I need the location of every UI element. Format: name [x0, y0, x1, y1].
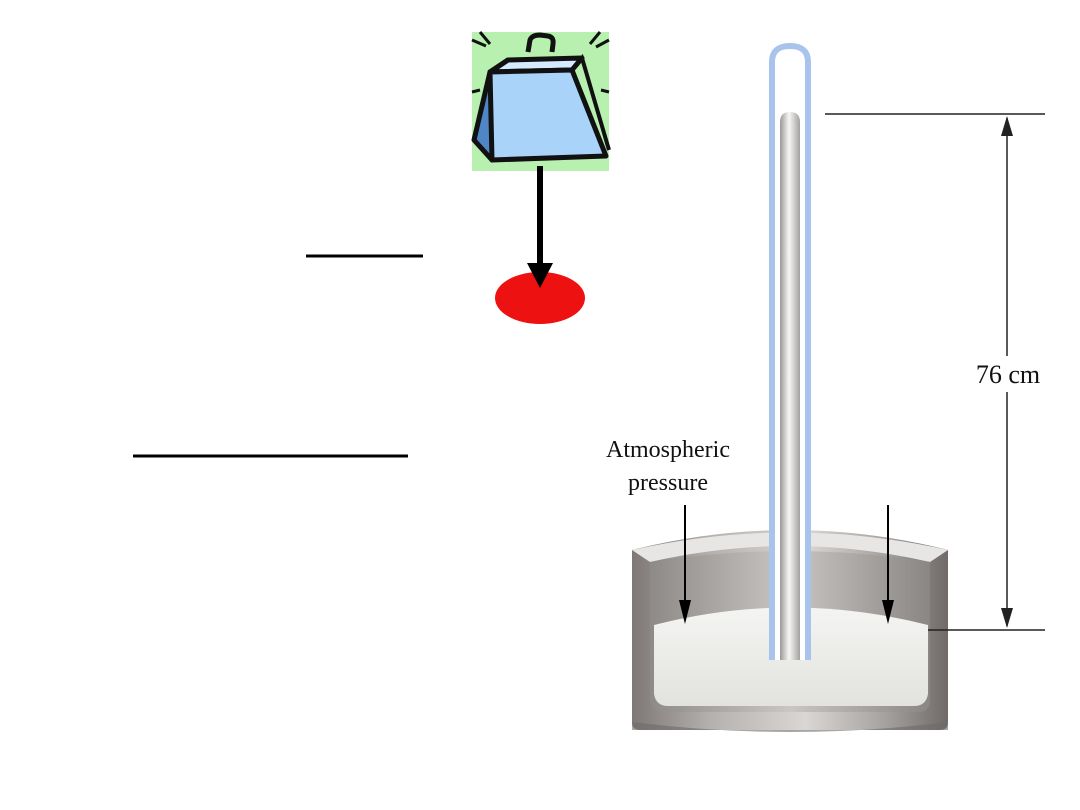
- height-label: 76 cm: [976, 360, 1040, 389]
- pressure-label-line1: Atmospheric: [606, 437, 730, 463]
- height-dimension: [825, 113, 1045, 631]
- barometer-tube: [769, 42, 811, 660]
- red-dot-icon: [495, 272, 585, 324]
- pressure-arrow-right: [882, 505, 894, 624]
- down-arrow-icon: [527, 166, 553, 288]
- pressure-label-line2: pressure: [628, 470, 708, 496]
- pressure-arrow-left: [679, 505, 691, 624]
- mercury-column: [780, 112, 800, 660]
- weight-icon: [471, 31, 611, 171]
